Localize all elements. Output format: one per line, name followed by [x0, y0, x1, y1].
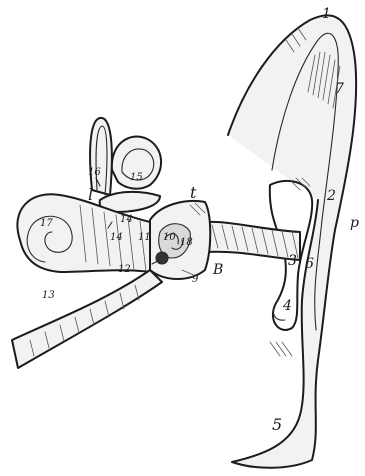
label-9: 9 — [192, 274, 199, 285]
label-17: 17 — [40, 218, 53, 229]
label-t: t — [190, 183, 197, 202]
label-4: 4 — [282, 298, 292, 314]
label-18: 18 — [180, 237, 193, 248]
label-3: 3 — [288, 253, 297, 269]
label-5: 5 — [272, 415, 282, 434]
label-16: 16 — [88, 167, 101, 178]
label-15: 15 — [130, 172, 143, 183]
label-6: 6 — [305, 256, 314, 272]
label-14: 14 — [110, 232, 123, 243]
eustachian-tube — [12, 270, 162, 368]
label-17-upper: 14 — [120, 214, 133, 225]
label-11: 11 — [138, 232, 151, 243]
label-2: 2 — [326, 188, 336, 204]
label-7: 7 — [335, 81, 344, 97]
label-1: 1 — [322, 6, 331, 22]
label-13: 13 — [42, 290, 55, 301]
label-12: 12 — [118, 264, 131, 275]
label-p: p — [350, 215, 359, 231]
label-l: l — [88, 185, 93, 204]
label-10: 10 — [163, 232, 176, 243]
label-B: B — [212, 262, 223, 278]
semicircular-canals — [90, 118, 161, 212]
